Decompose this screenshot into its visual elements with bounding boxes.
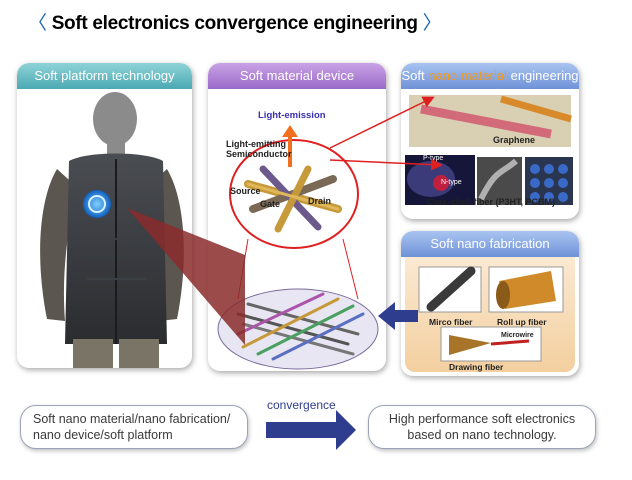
fabrication-images [418, 266, 564, 362]
label-light-emission: Light-emission [258, 110, 326, 121]
label-drawing-fiber: Drawing fiber [449, 362, 504, 372]
device-illustration [217, 125, 379, 370]
title-bracket-left: 〈 [28, 13, 47, 34]
summary-left-line1: Soft nano material/nano fabrication/ [33, 412, 231, 426]
label-microwire: Microwire [501, 332, 534, 339]
label-semiconductor-1: Light-emitting [226, 139, 286, 149]
label-gate: Gate [260, 199, 281, 209]
convergence-label: convergence [267, 398, 336, 412]
label-roll-up-fiber: Roll up fiber [497, 317, 547, 327]
label-core-shell: Core-shell fiber (P3HT, PCBM) [427, 197, 556, 207]
title-highlight: nano material [428, 68, 507, 83]
card-soft-nano-fabrication-title: Soft nano fabrication [401, 231, 579, 257]
card-soft-platform-title: Soft platform technology [17, 63, 192, 89]
card-soft-nano-material-title: Soft nano material engineering [401, 63, 579, 89]
card-soft-nano-fabrication: Soft nano fabrication Mirco fiber Roll u… [401, 231, 579, 376]
summary-left-box: Soft nano material/nano fabrication/ nan… [20, 405, 248, 449]
card-soft-material-title: Soft material device [208, 63, 386, 89]
label-graphene: Graphene [493, 135, 536, 145]
page-title: 〈 Soft electronics convergence engineeri… [28, 8, 442, 35]
zoom-cone [127, 208, 245, 345]
card-soft-nano-material: Soft nano material engineering Graphene … [401, 63, 579, 219]
label-p-type: P-type [423, 155, 444, 162]
title-bracket-right: 〉 [422, 13, 442, 34]
arrow-to-graphene [329, 96, 435, 149]
summary-left-line2: nano device/soft platform [33, 428, 173, 442]
title-text: Soft electronics convergence engineering [51, 13, 418, 34]
label-micro-fiber: Mirco fiber [429, 317, 473, 327]
arrow-to-core-shell [329, 158, 443, 171]
summary-right-box: High performance soft electronics based … [368, 405, 596, 449]
label-semiconductor-2: Semiconductor [226, 149, 292, 159]
label-n-type: N-type [441, 179, 462, 186]
label-drain: Drain [308, 196, 332, 206]
convergence-arrow [266, 410, 356, 450]
summary-right-line2: based on nano technology. [407, 428, 557, 442]
label-source: Source [230, 186, 261, 196]
summary-right-line1: High performance soft electronics [388, 412, 576, 426]
arrow-fabrication-to-device [378, 302, 418, 330]
